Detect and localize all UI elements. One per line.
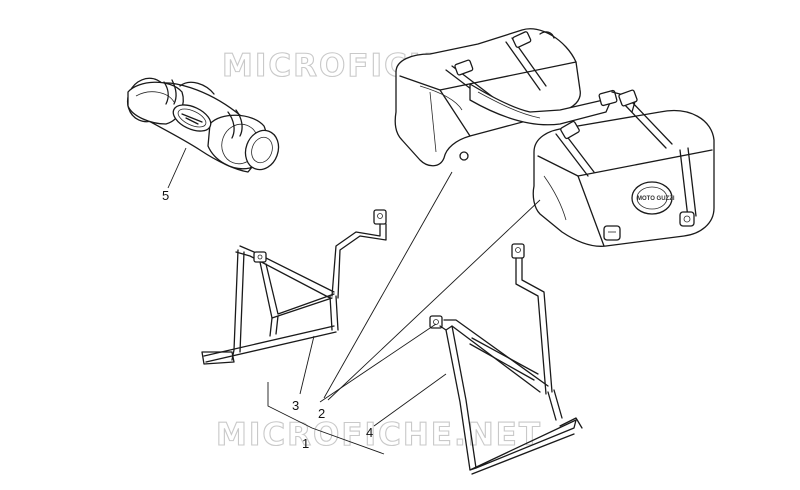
callout-4: 4 xyxy=(366,425,373,440)
callout-3: 3 xyxy=(292,398,299,413)
callout-1: 1 xyxy=(302,436,309,451)
tail-bag xyxy=(126,77,280,173)
badge-lettering: MOTO GUZZI xyxy=(637,196,675,202)
saddlebags: MOTO GUZZI xyxy=(394,28,715,247)
right-frame xyxy=(429,243,583,475)
leader-lines xyxy=(167,147,541,455)
left-frame xyxy=(201,209,387,365)
callout-2: 2 xyxy=(318,406,325,421)
callout-5: 5 xyxy=(162,188,169,203)
